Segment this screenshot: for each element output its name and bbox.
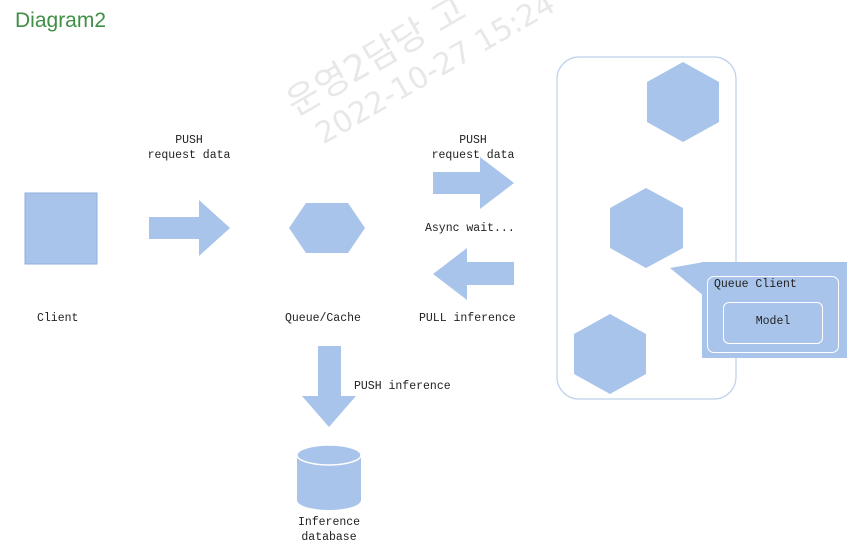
queue-cache-node[interactable] [289,203,365,253]
inference-database-label: Inference database [282,515,376,545]
pull-inference-arrow [433,248,514,300]
database-label-line2: database [301,531,357,544]
queue-client-label: Queue Client [714,278,797,291]
pull-inference-label: PULL inference [419,312,516,325]
database-label-line1: Inference [297,516,361,529]
worker-node[interactable] [647,62,719,142]
push-request-right-line1: PUSH [459,134,487,147]
client-label: Client [37,312,79,325]
push-request-right-arrow [433,157,514,209]
push-request-right-line2: request data [431,149,515,162]
async-wait-label: Async wait... [425,222,515,235]
queue-cache-label: Queue/Cache [285,312,361,325]
queue-client-callout: Queue Client Model [702,262,847,358]
push-request-line2: request data [147,149,231,162]
model-box[interactable]: Model [723,302,823,344]
push-request-arrow [149,200,230,256]
push-request-label: PUSH request data [140,133,238,163]
page-title: Diagram2 [15,9,107,32]
push-request-right-label: PUSH request data [424,133,522,163]
callout-pointer [670,262,704,296]
push-inference-arrow [302,346,356,427]
worker-node[interactable] [610,188,683,268]
model-label: Model [755,315,791,328]
queue-client-frame [707,276,839,353]
push-inference-label: PUSH inference [354,380,451,393]
push-request-line1: PUSH [175,134,203,147]
client-node[interactable] [24,192,98,265]
worker-node[interactable] [574,314,646,394]
inference-database-node[interactable] [296,444,362,510]
